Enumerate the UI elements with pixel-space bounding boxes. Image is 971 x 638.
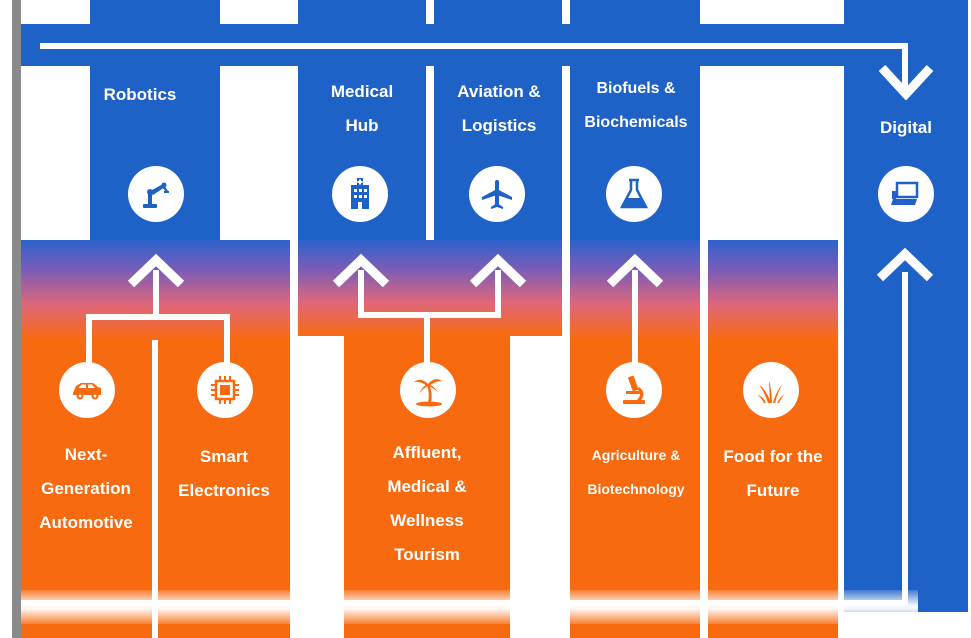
top-connector-line (40, 43, 908, 49)
left-edge-bar (12, 0, 21, 638)
grass-icon (743, 362, 799, 418)
microscope-icon (606, 362, 662, 418)
automotive-riser-line (86, 314, 92, 364)
label-digital: Digital (880, 118, 932, 137)
down-arrow-icon (878, 64, 934, 100)
label-affluent-medical-wellness-tourism: Affluent, Medical & Wellness Tourism (387, 443, 467, 564)
divider-line (153, 340, 158, 638)
up-arrow-icon (606, 254, 664, 288)
bottom-glow (18, 590, 918, 624)
label-food-for-the-future: Food for the Future (723, 447, 823, 500)
middle-gradient-block (298, 240, 562, 336)
medical-riser-line (358, 270, 364, 318)
airplane-icon (469, 166, 525, 222)
robotics-branch-line (86, 314, 230, 320)
label-next-generation-automotive: Next- Generation Automotive (39, 445, 133, 532)
car-icon (59, 362, 115, 418)
tourism-stem-line (424, 312, 430, 368)
up-arrow-icon (127, 254, 185, 288)
label-smart-electronics: Smart Electronics (178, 447, 270, 500)
electronics-riser-line (224, 314, 230, 364)
microchip-icon (197, 362, 253, 418)
digital-entry-line (902, 43, 908, 91)
hospital-building-icon (332, 166, 388, 222)
label-medical-hub: Medical Hub (330, 82, 394, 135)
flask-icon (606, 166, 662, 222)
up-arrow-icon (876, 248, 934, 282)
palm-tree-icon (400, 362, 456, 418)
food-gradient-block (708, 240, 838, 340)
label-robotics: Robotics (103, 85, 177, 104)
biofuels-riser-line (632, 270, 638, 366)
robot-arm-icon (128, 166, 184, 222)
laptop-icon (878, 166, 934, 222)
digital-riser-line (902, 272, 908, 606)
label-biofuels-biochemicals: Biofuels & Biochemicals (584, 80, 688, 131)
aviation-riser-line (495, 270, 501, 318)
up-arrow-icon (469, 254, 527, 288)
robotics-stem-line (153, 270, 159, 320)
up-arrow-icon (332, 254, 390, 288)
label-agriculture-biotechnology: Agriculture & Biotechnology (587, 447, 685, 497)
label-aviation-logistics: Aviation & Logistics (457, 82, 541, 135)
